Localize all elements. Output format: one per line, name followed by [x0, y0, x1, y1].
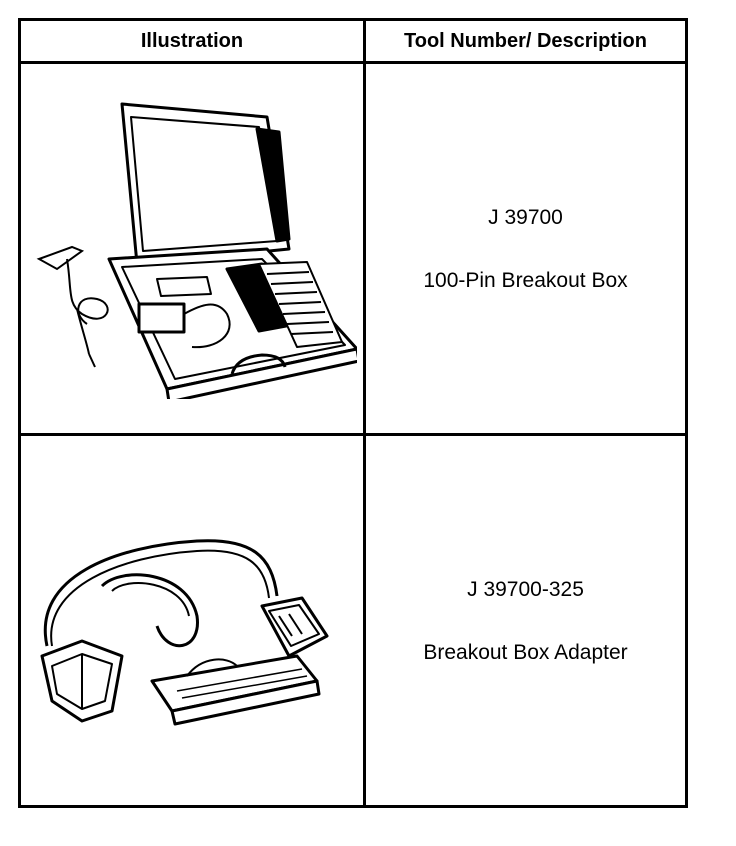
illustration-cell [18, 61, 366, 436]
tool-description: 100-Pin Breakout Box [423, 268, 628, 292]
tool-number: J 39700 [488, 205, 563, 229]
description-cell: J 39700 100-Pin Breakout Box [363, 61, 688, 436]
tool-description: Breakout Box Adapter [423, 640, 628, 664]
table-row: J 39700-325 Breakout Box Adapter [18, 433, 688, 808]
header-illustration: Illustration [18, 18, 366, 64]
illustration-cell [18, 433, 366, 808]
adapter-cable-icon [40, 538, 329, 725]
breakout-box-case-icon [36, 102, 357, 399]
description-cell: J 39700-325 Breakout Box Adapter [363, 433, 688, 808]
header-row: Illustration Tool Number/ Description [18, 18, 688, 64]
header-tool-description: Tool Number/ Description [363, 18, 688, 64]
table-row: J 39700 100-Pin Breakout Box [18, 61, 688, 436]
tool-number: J 39700-325 [467, 577, 584, 601]
tool-table: Illustration Tool Number/ Description [18, 18, 688, 808]
